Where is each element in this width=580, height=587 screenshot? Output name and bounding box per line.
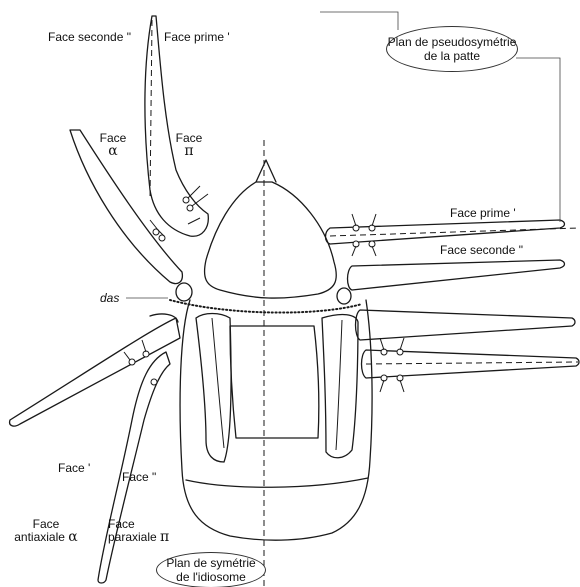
label-antiaxiale-letter: α bbox=[68, 529, 77, 545]
right-leg-4-setae bbox=[380, 338, 404, 392]
gnathosoma bbox=[256, 160, 276, 182]
label-face-pi-letter: π bbox=[174, 145, 204, 158]
dorsal-shield bbox=[205, 182, 337, 298]
label-paraxiale-letter: π bbox=[160, 529, 169, 545]
right-plate bbox=[322, 315, 358, 458]
leg-plane-leader bbox=[516, 58, 560, 222]
right-leg-3 bbox=[356, 310, 576, 340]
callout-body-plane-line2: de l'idiosome bbox=[176, 570, 246, 584]
leg-4-setae bbox=[124, 340, 146, 360]
leg-1-axis bbox=[150, 20, 152, 200]
leg-4-seta-base bbox=[151, 379, 157, 385]
callout-leg-pseudosymmetry-plane: Plan de pseudosymétrie de la patte bbox=[386, 26, 518, 72]
leg-1-setae bbox=[150, 186, 208, 236]
right-leg-2 bbox=[348, 260, 565, 290]
label-face-prime-low: Face ' bbox=[58, 462, 90, 475]
label-face-seconde-top: Face seconde " bbox=[48, 31, 131, 44]
label-face-alpha: Face α bbox=[98, 132, 128, 158]
leg-1 bbox=[145, 16, 208, 236]
label-face-paraxiale: Face paraxiale π bbox=[108, 518, 169, 544]
idiosome-outline bbox=[180, 300, 372, 540]
leg-4 bbox=[98, 352, 170, 583]
leg-3 bbox=[10, 318, 180, 426]
callout-leg-plane-line1: Plan de pseudosymétrie bbox=[388, 35, 517, 49]
right-leg-4 bbox=[362, 350, 580, 378]
label-face-alpha-letter: α bbox=[98, 145, 128, 158]
callout-idiosome-symmetry-plane: Plan de symétrie de l'idiosome bbox=[156, 552, 266, 587]
idiosome-posterior-line bbox=[186, 478, 368, 487]
sejugal-dotted-line bbox=[170, 300, 362, 313]
right-shoulder-lobe bbox=[337, 288, 351, 304]
label-face-seconde-right: Face seconde " bbox=[440, 244, 523, 257]
label-face-prime-right: Face prime ' bbox=[450, 207, 516, 220]
label-das: das bbox=[100, 292, 119, 305]
center-plate bbox=[230, 326, 319, 438]
callout-body-plane-line1: Plan de symétrie bbox=[166, 556, 255, 570]
right-leg-4-axis bbox=[366, 362, 578, 364]
label-paraxiale-text: paraxiale bbox=[108, 530, 157, 544]
label-face-pi: Face π bbox=[174, 132, 204, 158]
label-face-antiaxiale: Face antiaxiale α bbox=[8, 518, 84, 544]
label-paraxiale-line: paraxiale π bbox=[108, 531, 169, 544]
label-face-seconde-low: Face " bbox=[122, 471, 156, 484]
label-antiaxiale-text: antiaxiale bbox=[14, 530, 65, 544]
label-face-prime-top: Face prime ' bbox=[164, 31, 230, 44]
callout-leg-plane-line2: de la patte bbox=[424, 49, 480, 63]
label-antiaxiale-line: antiaxiale α bbox=[8, 531, 84, 544]
left-shoulder-lobe bbox=[176, 283, 192, 301]
leg-3-joint bbox=[150, 314, 178, 322]
leg-plane-leader bbox=[320, 12, 398, 30]
